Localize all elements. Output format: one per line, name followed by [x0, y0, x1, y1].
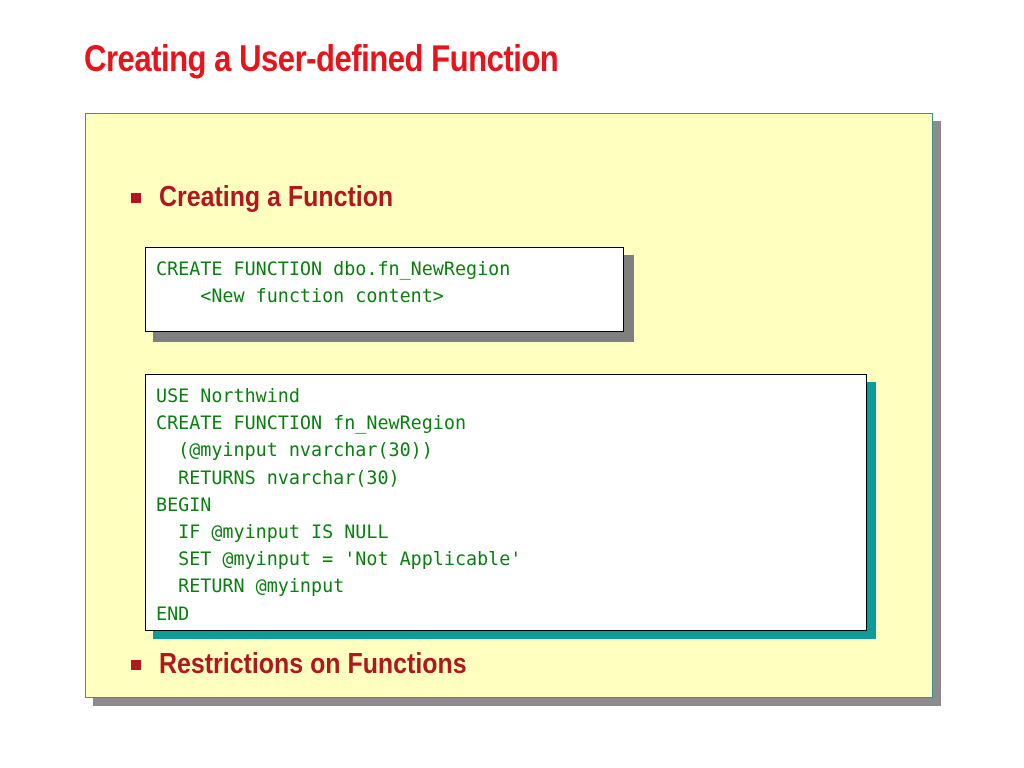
code-block-example: USE Northwind CREATE FUNCTION fn_NewRegi…	[145, 374, 867, 631]
code-line: <New function content>	[156, 286, 444, 308]
code-line: IF @myinput IS NULL	[156, 522, 389, 544]
code-line: RETURNS nvarchar(30)	[156, 467, 400, 489]
code-line: BEGIN	[156, 494, 212, 516]
code-line: CREATE FUNCTION dbo.fn_NewRegion	[156, 259, 511, 280]
bullet-restrictions-on-functions: Restrictions on Functions	[131, 648, 517, 681]
square-bullet-icon	[131, 192, 141, 203]
code-line: SET @myinput = 'Not Applicable'	[156, 549, 522, 571]
code-line: USE Northwind	[156, 386, 300, 407]
code-line: CREATE FUNCTION fn_NewRegion	[156, 413, 467, 435]
code-line: (@myinput nvarchar(30))	[156, 440, 433, 462]
bullet-creating-a-function: Creating a Function	[131, 181, 431, 214]
bullet-text: Creating a Function	[159, 181, 394, 213]
bullet-text: Restrictions on Functions	[159, 648, 467, 680]
code-block-syntax: CREATE FUNCTION dbo.fn_NewRegion <New fu…	[145, 247, 624, 332]
code-line: RETURN @myinput	[156, 576, 345, 598]
slide-title: Creating a User-defined Function	[84, 38, 559, 79]
code-line: END	[156, 603, 190, 625]
square-bullet-icon	[131, 659, 141, 670]
